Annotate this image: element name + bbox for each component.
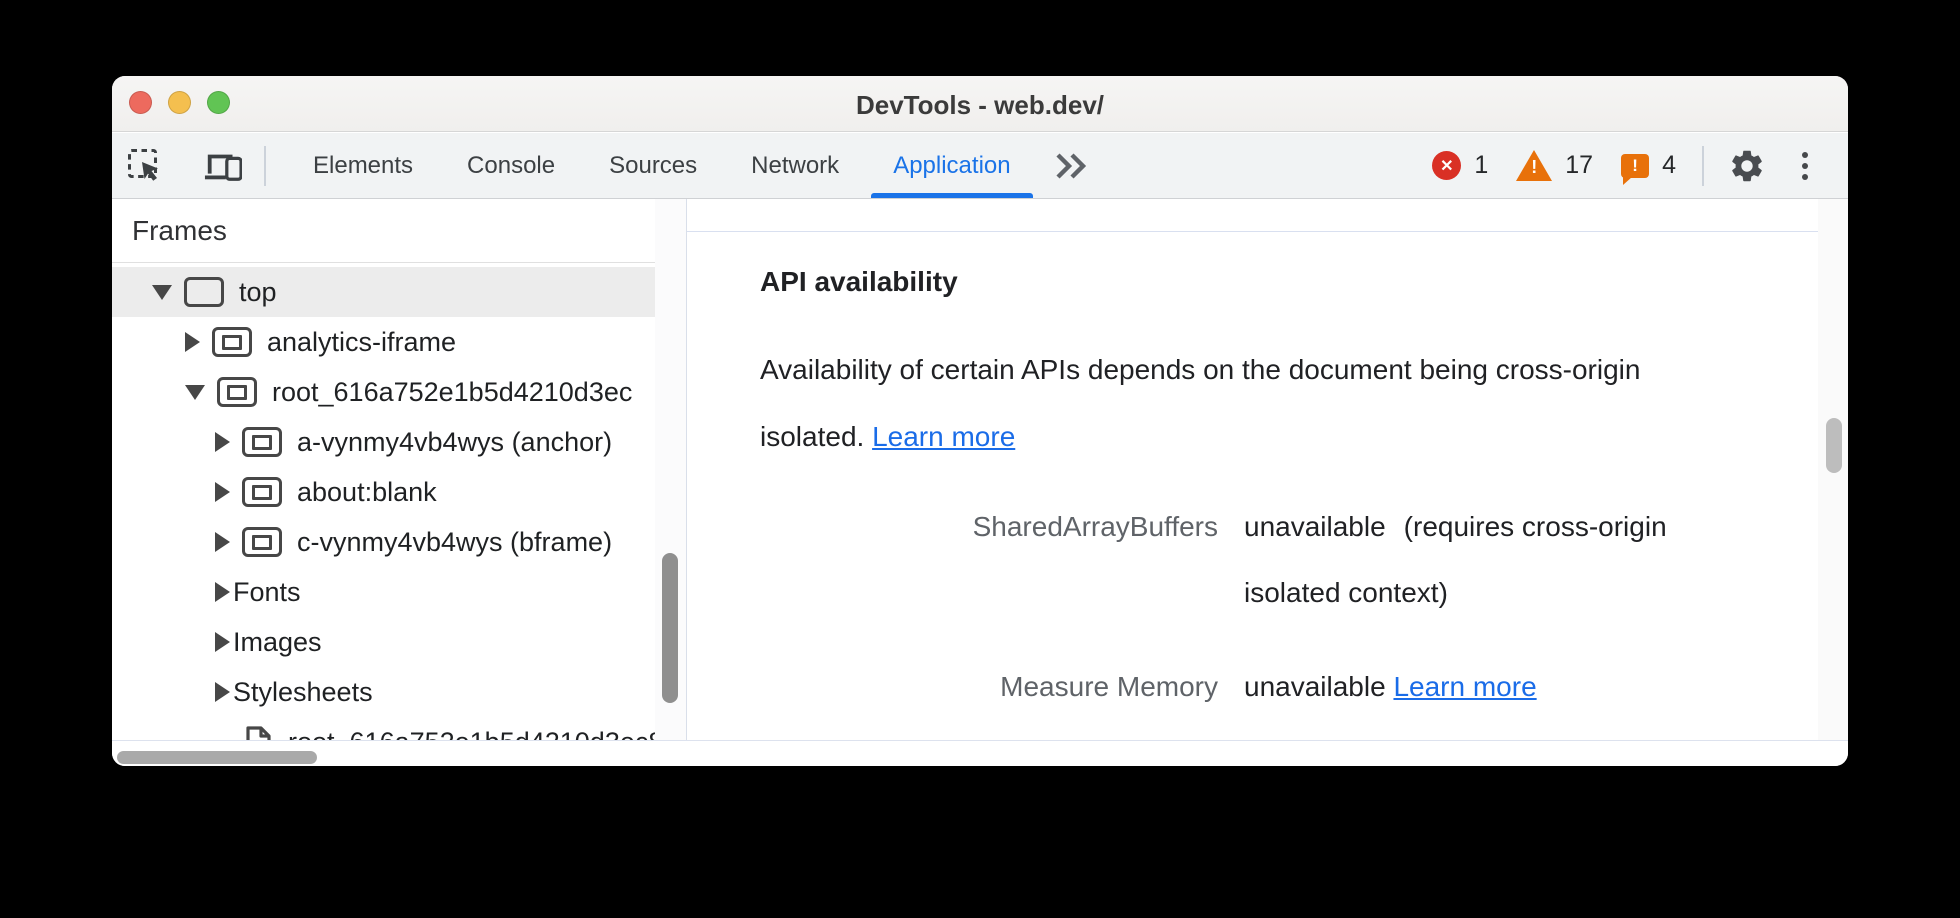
learn-more-link[interactable]: Learn more bbox=[872, 421, 1016, 452]
main-scrollbar bbox=[1818, 199, 1848, 740]
tab-console[interactable]: Console bbox=[467, 151, 556, 179]
previous-section-remnant bbox=[687, 199, 1818, 232]
frame-tree: top analytics-iframe root_616a752e1b5d42… bbox=[112, 263, 655, 740]
chevron-right-icon[interactable] bbox=[185, 332, 200, 352]
api-row-name: SharedArrayBuffers bbox=[972, 511, 1218, 542]
iframe-icon bbox=[242, 477, 282, 507]
bottom-strip bbox=[112, 740, 1848, 766]
panel-tabs: Elements Console Sources Network Applica… bbox=[286, 133, 1038, 198]
kebab-menu-icon[interactable] bbox=[1796, 146, 1814, 186]
tree-item-root-frame[interactable]: root_616a752e1b5d4210d3ec bbox=[112, 367, 655, 417]
gear-icon[interactable] bbox=[1728, 147, 1766, 185]
api-status: unavailable bbox=[1244, 511, 1386, 542]
api-status-detail: (requires cross-origin isolated context) bbox=[1244, 511, 1667, 608]
chevron-right-icon[interactable] bbox=[215, 682, 230, 702]
minimize-window-button[interactable] bbox=[168, 91, 191, 114]
tree-item-label: a-vynmy4vb4wys (anchor) bbox=[297, 426, 613, 457]
sidebar-scrollbar-thumb[interactable] bbox=[662, 553, 678, 703]
application-panel: API availability Availability of certain… bbox=[687, 199, 1818, 740]
devtools-window: DevTools - web.dev/ Elements Consol bbox=[112, 76, 1848, 766]
frames-section-header[interactable]: Frames bbox=[112, 199, 655, 263]
toggle-device-toolbar-icon[interactable] bbox=[204, 147, 242, 185]
error-count: 1 bbox=[1474, 151, 1489, 179]
horizontal-scrollbar-thumb[interactable] bbox=[117, 751, 317, 764]
api-status: unavailable bbox=[1244, 671, 1386, 702]
tree-item-top[interactable]: top bbox=[112, 267, 655, 317]
more-tabs-icon[interactable] bbox=[1052, 151, 1092, 181]
iframe-icon bbox=[212, 327, 252, 357]
document-icon bbox=[245, 725, 272, 740]
tree-item-bframe[interactable]: c-vynmy4vb4wys (bframe) bbox=[112, 517, 655, 567]
tree-item-label: root_616a752e1b5d4210d3ec8f bbox=[288, 727, 655, 741]
chevron-right-icon[interactable] bbox=[215, 532, 230, 552]
tree-item-label: c-vynmy4vb4wys (bframe) bbox=[297, 526, 613, 557]
sidebar-scrollbar bbox=[655, 199, 687, 740]
tree-item-label: about:blank bbox=[297, 476, 437, 507]
iframe-icon bbox=[242, 527, 282, 557]
zoom-window-button[interactable] bbox=[207, 91, 230, 114]
tab-network[interactable]: Network bbox=[751, 151, 840, 179]
tree-item-label: Images bbox=[233, 626, 322, 657]
api-row-name: Measure Memory bbox=[1000, 671, 1218, 702]
iframe-icon bbox=[217, 377, 257, 407]
chevron-down-icon[interactable] bbox=[185, 384, 205, 400]
api-row-value: unavailable Learn more bbox=[1244, 654, 1744, 720]
tree-item-about-blank[interactable]: about:blank bbox=[112, 467, 655, 517]
chevron-right-icon[interactable] bbox=[215, 582, 230, 602]
tree-item-analytics-iframe[interactable]: analytics-iframe bbox=[112, 317, 655, 367]
frame-icon bbox=[184, 277, 224, 307]
tab-elements[interactable]: Elements bbox=[313, 151, 414, 179]
learn-more-link[interactable]: Learn more bbox=[1393, 671, 1537, 702]
tree-item-label: root_616a752e1b5d4210d3ec bbox=[272, 376, 633, 407]
tree-item-label: Fonts bbox=[233, 576, 301, 607]
tree-item-fonts[interactable]: Fonts bbox=[112, 567, 655, 617]
window-title: DevTools - web.dev/ bbox=[855, 90, 1104, 120]
chevron-right-icon[interactable] bbox=[215, 482, 230, 502]
tree-item-stylesheet-resource[interactable]: root_616a752e1b5d4210d3ec8f bbox=[112, 717, 655, 740]
description-line2: isolated. bbox=[760, 421, 865, 452]
tab-application[interactable]: Application bbox=[866, 133, 1037, 198]
close-window-button[interactable] bbox=[129, 91, 152, 114]
frames-header-label: Frames bbox=[132, 214, 227, 246]
description-line1: Availability of certain APIs depends on … bbox=[760, 354, 1641, 385]
chevron-right-icon[interactable] bbox=[215, 432, 230, 452]
devtools-toolbar: Elements Console Sources Network Applica… bbox=[112, 133, 1848, 199]
error-icon: ✕ bbox=[1432, 151, 1462, 180]
title-bar: DevTools - web.dev/ bbox=[112, 76, 1848, 132]
issues-icon: ! bbox=[1621, 153, 1650, 185]
chevron-right-icon[interactable] bbox=[215, 632, 230, 652]
issue-count: 4 bbox=[1662, 151, 1676, 179]
tree-item-anchor-frame[interactable]: a-vynmy4vb4wys (anchor) bbox=[112, 417, 655, 467]
warning-count: 17 bbox=[1565, 151, 1594, 179]
toolbar-divider bbox=[264, 145, 266, 186]
tree-item-label: Stylesheets bbox=[233, 676, 373, 707]
tree-item-stylesheets[interactable]: Stylesheets bbox=[112, 667, 655, 717]
iframe-icon bbox=[242, 427, 282, 457]
inspect-element-icon[interactable] bbox=[126, 147, 164, 185]
section-description: Availability of certain APIs depends on … bbox=[760, 336, 1770, 470]
warning-badge[interactable]: ! 17 bbox=[1516, 150, 1593, 181]
api-row-value: unavailable(requires cross-origin isolat… bbox=[1244, 494, 1744, 626]
section-title: API availability bbox=[760, 266, 958, 297]
tree-item-label: analytics-iframe bbox=[267, 326, 457, 357]
main-scrollbar-thumb[interactable] bbox=[1826, 418, 1842, 473]
tree-item-label: top bbox=[239, 276, 277, 307]
tab-sources[interactable]: Sources bbox=[609, 151, 698, 179]
warning-icon: ! bbox=[1516, 150, 1553, 181]
chevron-down-icon[interactable] bbox=[152, 284, 172, 300]
tree-item-images[interactable]: Images bbox=[112, 617, 655, 667]
status-badges: ✕ 1 ! 17 ! 4 bbox=[1432, 150, 1676, 185]
issues-badge[interactable]: ! 4 bbox=[1621, 151, 1676, 185]
toolbar-divider bbox=[1702, 145, 1704, 186]
frames-sidebar: Frames top analytics-iframe root_616a752… bbox=[112, 199, 655, 740]
error-badge[interactable]: ✕ 1 bbox=[1432, 151, 1488, 180]
